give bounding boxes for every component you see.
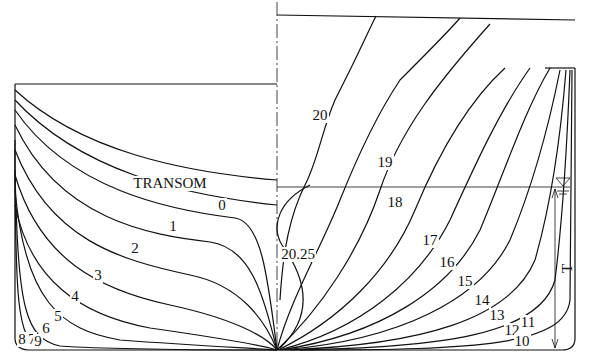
draft-symbol: T <box>560 262 575 273</box>
station-number: 4 <box>70 289 80 304</box>
station-number: 5 <box>53 309 63 324</box>
station-number: 0 <box>217 198 227 213</box>
station-number: 14 <box>474 293 491 308</box>
station-number: 8 <box>17 332 27 347</box>
station-number: 20.25 <box>280 247 316 262</box>
station-number: 16 <box>439 255 456 270</box>
station-number: 17 <box>422 233 439 248</box>
station-number: 19 <box>377 155 394 170</box>
station-number: 13 <box>489 308 506 323</box>
station-number: 1 <box>168 219 178 234</box>
station-number: 3 <box>93 268 103 283</box>
station-number: 15 <box>457 274 474 289</box>
station-number: 18 <box>387 195 404 210</box>
station-number: 2 <box>130 241 140 256</box>
station-number: 9 <box>33 334 43 349</box>
station-number: 20 <box>312 108 329 123</box>
station-number: TRANSOM <box>132 176 207 191</box>
station-number: 11 <box>520 315 536 330</box>
station-number: 10 <box>514 334 531 349</box>
